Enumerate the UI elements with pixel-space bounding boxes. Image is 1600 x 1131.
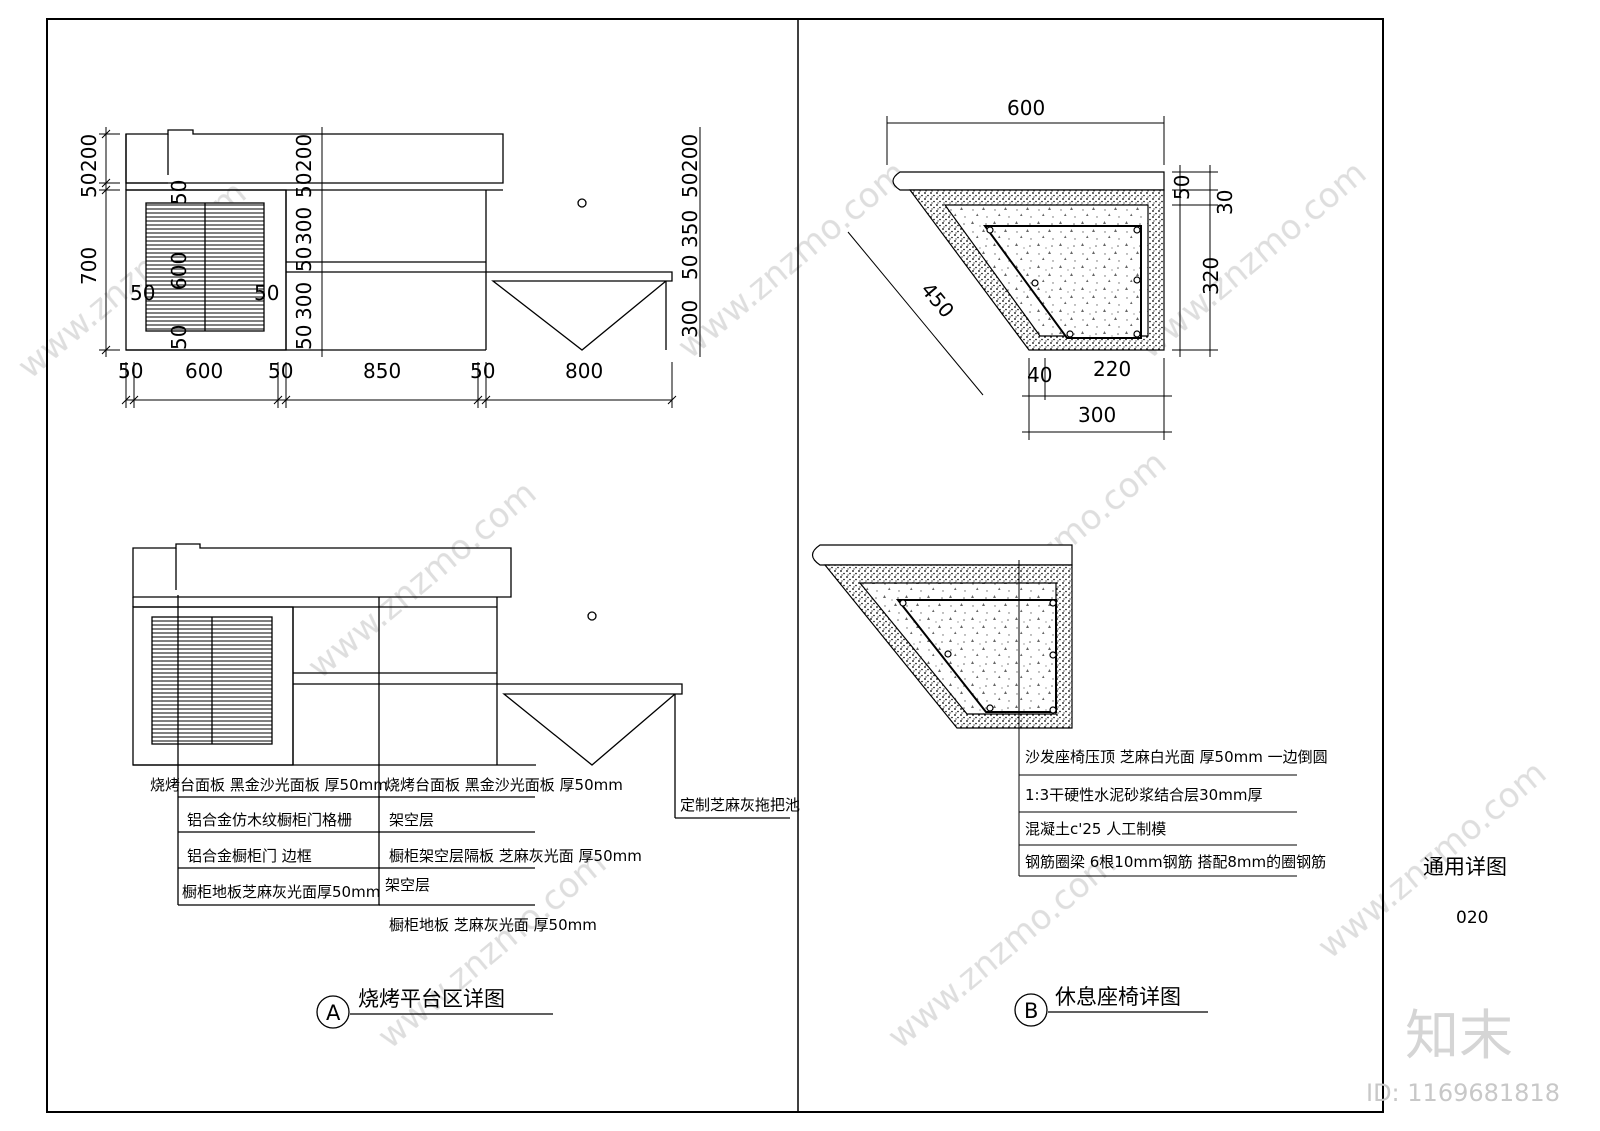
dim-label: 850	[363, 359, 401, 383]
detail-a-title: 烧烤平台区详图	[358, 987, 505, 1011]
detail-b-caption: B 休息座椅详图	[1014, 985, 1208, 1027]
dim-label: 450	[916, 278, 959, 323]
note-left-0: 烧烤台面板 黑金沙光面板 厚50mm	[150, 776, 388, 794]
dim-label: 30	[1213, 190, 1237, 215]
watermark-text: www.znzmo.com	[880, 843, 1124, 1057]
dim-label: 50	[167, 180, 191, 205]
note-mid-1: 架空层	[389, 811, 434, 829]
dim-label: 50	[130, 281, 155, 305]
detail-b-section-top	[892, 171, 1165, 351]
dim-label: 50	[1170, 175, 1194, 200]
detail-a-notes: 烧烤台面板 黑金沙光面板 厚50mm 铝合金仿木纹橱柜门格栅 铝合金橱柜门 边框…	[150, 776, 800, 934]
detail-a-dimension-lines	[99, 127, 701, 408]
dim-label: 600	[1007, 96, 1045, 120]
detail-b-notes: 沙发座椅压顶 芝麻白光面 厚50mm 一边倒圆 1:3干硬性水泥砂浆结合层30m…	[1025, 748, 1328, 871]
detail-b-section-annotated	[811, 544, 1297, 877]
detail-marker: A	[326, 1001, 341, 1025]
note-b-1: 1:3干硬性水泥砂浆结合层30mm厚	[1025, 786, 1262, 804]
dim-label: 50	[470, 359, 495, 383]
dim-label: 200	[77, 134, 101, 172]
dim-label: 50	[678, 173, 702, 198]
dim-label: 50	[292, 173, 316, 198]
dim-label: 200	[292, 134, 316, 172]
dim-label: 40	[1027, 363, 1052, 387]
dim-label: 50	[254, 281, 279, 305]
watermark-logo: 知末	[1405, 1004, 1513, 1067]
note-b-2: 混凝土c'25 人工制模	[1025, 820, 1166, 838]
note-mid-0: 烧烤台面板 黑金沙光面板 厚50mm	[385, 776, 623, 794]
dim-label: 220	[1093, 357, 1131, 381]
detail-a-caption: A 烧烤平台区详图	[316, 987, 553, 1029]
dim-label: 50	[292, 247, 316, 272]
note-b-3: 钢筋圈梁 6根10mm钢筋 搭配8mm的圈钢筋	[1025, 853, 1326, 871]
note-left-1: 铝合金仿木纹橱柜门格栅	[187, 811, 352, 829]
dim-label: 200	[678, 134, 702, 172]
dim-label: 700	[77, 247, 101, 285]
watermark-text: www.znzmo.com	[670, 153, 914, 367]
note-b-0: 沙发座椅压顶 芝麻白光面 厚50mm 一边倒圆	[1025, 748, 1328, 766]
dim-label: 600	[185, 359, 223, 383]
dim-label: 50	[167, 325, 191, 350]
dim-label: 300	[1078, 403, 1116, 427]
note-mid-3: 架空层	[385, 876, 430, 894]
sheet-title: 通用详图	[1423, 855, 1507, 879]
note-mid-2: 橱柜架空层隔板 芝麻灰光面 厚50mm	[389, 847, 642, 865]
dim-label: 320	[1199, 257, 1223, 295]
detail-a-dimension-labels: 50 600 50 850 50 800 200 50 700 50 600 5…	[77, 134, 702, 383]
dim-label: 300	[678, 300, 702, 338]
dim-label: 600	[167, 252, 191, 290]
dim-label: 300	[292, 282, 316, 320]
dim-label: 350	[678, 210, 702, 248]
detail-b-dimension-lines	[847, 116, 1218, 440]
dim-label: 300	[292, 207, 316, 245]
detail-marker: B	[1024, 999, 1038, 1023]
dim-label: 50	[268, 359, 293, 383]
detail-b-title: 休息座椅详图	[1055, 985, 1181, 1009]
detail-a-elevation	[125, 129, 673, 351]
dim-label: 50	[77, 173, 101, 198]
note-left-2: 铝合金橱柜门 边框	[187, 847, 312, 865]
sheet-number: 020	[1456, 908, 1488, 928]
sheet-border	[46, 18, 1384, 1113]
watermark-text: www.znzmo.com	[300, 473, 544, 687]
dim-label: 800	[565, 359, 603, 383]
note-mid-4: 橱柜地板 芝麻灰光面 厚50mm	[389, 916, 597, 934]
detail-marker-circle	[1014, 993, 1048, 1027]
watermark-text: www.znzmo.com	[1130, 153, 1374, 367]
dim-label: 50	[118, 359, 143, 383]
note-left-3: 橱柜地板芝麻灰光面厚50mm	[182, 883, 380, 901]
detail-a-annotated-elevation	[132, 543, 790, 906]
watermark-id: ID: 1169681818	[1366, 1079, 1560, 1107]
dim-label: 50	[678, 255, 702, 280]
dim-label: 50	[292, 325, 316, 350]
detail-marker-circle	[316, 995, 350, 1029]
note-right: 定制芝麻灰拖把池	[680, 796, 800, 814]
